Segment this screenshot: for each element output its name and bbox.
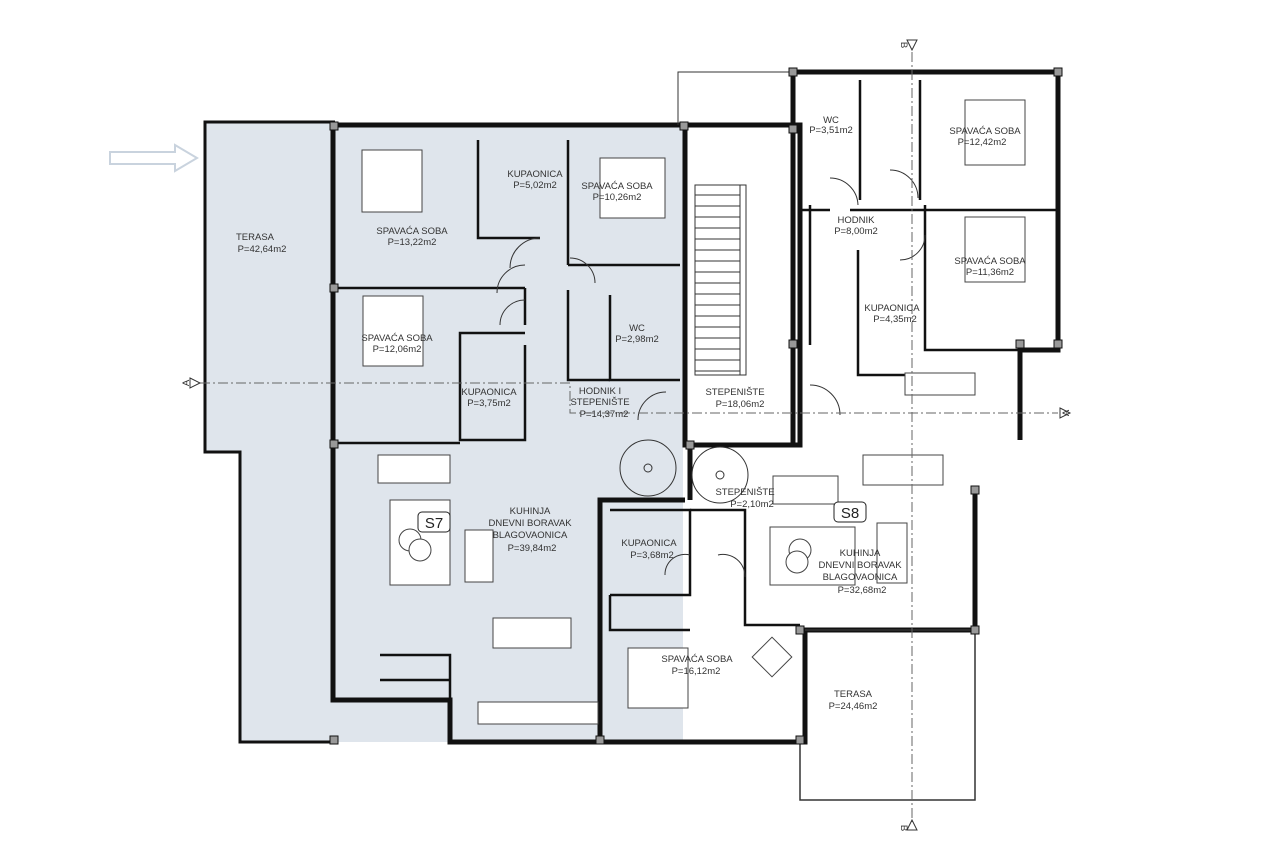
- unit-s8-upper-wall: [790, 69, 1061, 445]
- room-area: P=39,84m2: [508, 543, 557, 554]
- room-name: STEPENIŠTE: [715, 487, 774, 498]
- unit-s8-lower-wall: [597, 445, 978, 745]
- room-name: KUPAONICA: [864, 303, 920, 314]
- room-area: P=16,12m2: [672, 666, 721, 677]
- room-area: P=4,35m2: [873, 314, 917, 325]
- room-name: SPAVAĆA SOBA: [661, 654, 733, 665]
- bed-icon: [964, 99, 1026, 166]
- bed-icon: [964, 216, 1026, 283]
- spiral-stair-s8: [691, 446, 749, 504]
- room-name: KUPAONICA: [507, 169, 563, 180]
- section-marker-a: A: [181, 379, 192, 386]
- room-area: P=12,42m2: [958, 137, 1007, 148]
- coffee-table-icon: [785, 550, 809, 574]
- room-name: DNEVNI BORAVAK: [488, 518, 572, 529]
- room-name: STEPENIŠTE: [705, 387, 764, 398]
- dining-table-icon: [862, 454, 944, 486]
- room-name: DNEVNI BORAVAK: [818, 560, 902, 571]
- bed-icon: [599, 157, 666, 219]
- room-name: KUPAONICA: [461, 387, 517, 398]
- terrace-s7-railing: [203, 120, 335, 744]
- room-area: P=18,06m2: [716, 399, 765, 410]
- room-area: P=12,06m2: [373, 344, 422, 355]
- unit-s7-interior-walls: [333, 140, 680, 700]
- sofa-icon: [464, 529, 494, 583]
- room-area: P=8,00m2: [834, 226, 878, 237]
- stair-flight: [694, 184, 747, 376]
- room-area: P=14,37m2: [580, 409, 629, 420]
- room-name: WC: [629, 323, 645, 334]
- room-name: SPAVAĆA SOBA: [949, 126, 1021, 137]
- kitchen-counter-icon: [477, 701, 599, 725]
- top-outline: [677, 71, 793, 125]
- unit-s8-interior-walls: [800, 80, 1058, 377]
- room-name: SPAVAĆA SOBA: [361, 333, 433, 344]
- room-area: P=24,46m2: [829, 701, 878, 712]
- room-area: P=2,98m2: [615, 334, 659, 345]
- room-area: P=13,22m2: [388, 237, 437, 248]
- room-name: BLAGOVAONICA: [823, 572, 898, 583]
- room-area: P=32,68m2: [838, 585, 887, 596]
- sofa-icon: [876, 522, 908, 584]
- room-name: HODNIK: [838, 215, 876, 226]
- room-area: P=10,26m2: [593, 192, 642, 203]
- kitchen-counter-icon: [904, 372, 976, 396]
- sofa-icon: [377, 454, 451, 484]
- room-name: TERASA: [236, 232, 275, 243]
- room-area: P=42,64m2: [238, 244, 287, 255]
- svg-text:S7: S7: [425, 515, 443, 532]
- room-name: KUHINJA: [510, 506, 551, 517]
- unit-s8-lower-interior: [608, 508, 800, 632]
- furniture: [361, 99, 1026, 725]
- apartment-badge-s8: S8: [833, 501, 867, 523]
- room-area: P=5,02m2: [513, 180, 557, 191]
- section-lines: [189, 39, 1072, 831]
- room-area: P=11,36m2: [966, 267, 1014, 278]
- section-marker-b: B: [898, 42, 909, 48]
- room-name: WC: [823, 115, 839, 126]
- room-area: P=3,75m2: [467, 398, 511, 409]
- room-name: SPAVAĆA SOBA: [954, 256, 1026, 267]
- room-name: BLAGOVAONICA: [493, 530, 568, 541]
- bed-icon: [627, 647, 689, 709]
- room-name: HODNIK I: [579, 386, 621, 397]
- room-area: P=3,68m2: [630, 550, 674, 561]
- room-name: TERASA: [834, 689, 873, 700]
- section-marker-a: A: [1061, 409, 1072, 416]
- room-area: P=2,10m2: [730, 499, 774, 510]
- room-name: STEPENIŠTE: [570, 397, 629, 408]
- bed-icon: [361, 149, 423, 213]
- stairwell-wall: [682, 122, 803, 448]
- terrace-s8-outline: [799, 629, 976, 801]
- spiral-stair-s7: [619, 439, 677, 497]
- room-name: KUHINJA: [840, 548, 881, 559]
- entrance-arrow-icon: [109, 143, 199, 173]
- room-area: P=3,51m2: [809, 125, 853, 136]
- doors: [496, 169, 926, 578]
- room-name: SPAVAĆA SOBA: [376, 226, 448, 237]
- room-name: SPAVAĆA SOBA: [581, 181, 653, 192]
- svg-text:S8: S8: [841, 505, 859, 522]
- armchair-icon: [751, 636, 793, 678]
- rug-icon: [769, 526, 856, 586]
- apartment-badge-s7: S7: [417, 511, 451, 533]
- columns: [329, 67, 1063, 745]
- sofa-icon: [772, 475, 839, 505]
- room-labels: TERASA P=42,64m2 SPAVAĆA SOBA P=13,22m2 …: [236, 115, 1026, 712]
- room-name: KUPAONICA: [621, 538, 677, 549]
- coffee-table-icon: [408, 538, 432, 562]
- section-marker-b: B: [898, 825, 909, 831]
- dining-table-icon: [492, 617, 572, 649]
- bed-icon: [362, 295, 424, 367]
